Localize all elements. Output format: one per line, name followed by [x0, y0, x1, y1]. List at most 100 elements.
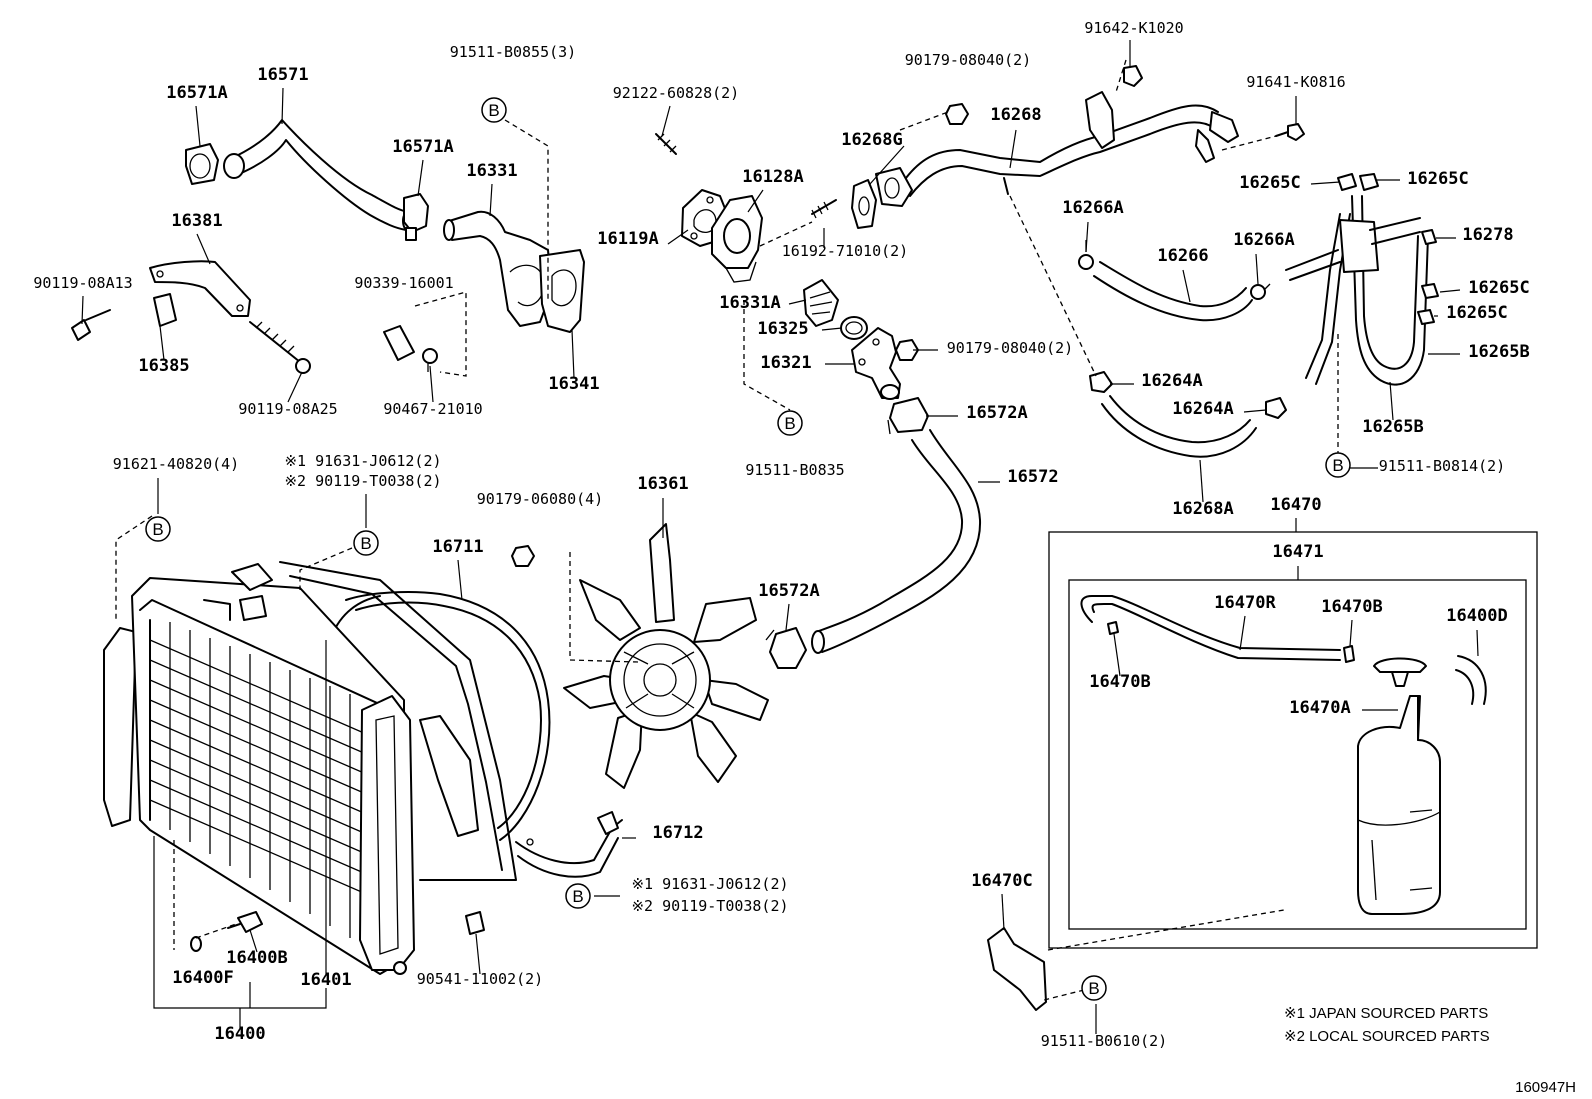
part-label: 16264A	[1172, 399, 1233, 419]
part-label: 16128A	[742, 167, 803, 187]
part-label: ※2 90119-T0038(2)	[284, 472, 441, 490]
part-label: 16361	[637, 474, 688, 494]
part-label: 91511-B0835	[745, 461, 844, 479]
part-label: 16321	[760, 353, 811, 373]
part-label: 16265C	[1468, 278, 1529, 298]
part-label: 16341	[548, 374, 599, 394]
reservoir-tank	[1357, 695, 1441, 915]
part-label: 16192-71010(2)	[782, 242, 908, 260]
hose-16266	[1093, 261, 1253, 322]
part-label: 16470B	[1089, 672, 1150, 692]
clip-90467-21010	[422, 348, 438, 372]
part-label: 16385	[138, 356, 189, 376]
gasket-16325	[840, 316, 868, 340]
part-label: 92122-60828(2)	[613, 84, 739, 102]
clamp-16572A-lower	[765, 627, 807, 669]
fan-shroud-16711	[279, 561, 551, 881]
part-label: 16572	[1007, 467, 1058, 487]
b-marker-circle	[1325, 452, 1351, 478]
b-marker-letter: B	[572, 887, 583, 906]
b-marker-circle	[145, 516, 171, 542]
part-label: 16265C	[1446, 303, 1507, 323]
b-marker-letter: B	[784, 414, 795, 433]
gasket-16268G	[851, 179, 877, 229]
b-marker-letter: B	[1088, 979, 1099, 998]
part-label: 16264A	[1141, 371, 1202, 391]
clamp-16266A-left	[1078, 240, 1094, 270]
part-label: 16119A	[597, 229, 658, 249]
note-local-sourced: ※2 LOCAL SOURCED PARTS	[1284, 1028, 1490, 1045]
part-label: 16265B	[1468, 342, 1529, 362]
part-label: 16265B	[1362, 417, 1423, 437]
note-japan-sourced: ※1 JAPAN SOURCED PARTS	[1284, 1005, 1488, 1022]
part-label: ※1 91631-J0612(2)	[631, 875, 788, 893]
dashed-leaders	[115, 59, 1339, 1001]
part-label: 16470R	[1214, 593, 1276, 613]
part-label: 16572A	[966, 403, 1027, 423]
hose-16268A	[1101, 395, 1257, 458]
part-label: 16572A	[758, 581, 819, 601]
part-label: 91641-K0816	[1246, 73, 1345, 91]
clip-16470B	[1107, 621, 1355, 663]
part-label: 16470	[1270, 495, 1321, 515]
stud-92122-60828	[655, 133, 677, 155]
part-label: 90119-08A13	[33, 274, 132, 292]
nut-90179-06080	[511, 545, 535, 567]
b-marker-circle	[565, 883, 591, 909]
cushion-16385	[153, 293, 177, 327]
part-label: 16470B	[1321, 597, 1382, 617]
part-label: 16571A	[166, 83, 227, 103]
cushion-90541-11002	[465, 911, 485, 935]
part-label: 91511-B0855(3)	[450, 43, 576, 61]
radiator-16401	[103, 563, 415, 975]
part-label: 90339-16001	[354, 274, 453, 292]
part-label: 16471	[1272, 542, 1323, 562]
leader-lines	[81, 40, 1479, 1034]
bracket-16381	[149, 260, 251, 317]
pipe-16268	[875, 91, 1239, 207]
part-label: 16401	[300, 970, 351, 990]
bolt-91642-K1020	[1123, 65, 1143, 87]
clamp-16264A-left	[1089, 371, 1113, 393]
part-label: 16268	[990, 105, 1041, 125]
part-number-labels: 16571A1657191511-B0855(3)16571A163311638…	[33, 19, 1529, 1050]
part-label: 90179-06080(4)	[477, 490, 603, 508]
shroud-lower-16712	[515, 811, 623, 878]
part-label: 16571A	[392, 137, 453, 157]
part-label: 16265C	[1239, 173, 1300, 193]
part-label: 90179-08040(2)	[947, 339, 1073, 357]
gasket-16341	[539, 249, 585, 333]
part-label: 91511-B0610(2)	[1041, 1032, 1167, 1050]
clamp-16572A-upper	[887, 397, 929, 435]
part-label: ※2 90119-T0038(2)	[631, 897, 788, 915]
overflow-hose-16470R	[1080, 595, 1341, 661]
part-label: 91511-B0814(2)	[1379, 457, 1505, 475]
bolt-91641-K0816	[1275, 123, 1305, 141]
part-label: 16381	[171, 211, 222, 231]
b-marker-circle	[353, 530, 379, 556]
part-label: 90467-21010	[383, 400, 482, 418]
part-label: 91642-K1020	[1084, 19, 1183, 37]
part-label: 16400D	[1446, 606, 1507, 626]
drain-plug-16400B	[227, 911, 263, 933]
thermostat-cover-16321	[851, 327, 901, 400]
part-label: 16400F	[172, 968, 233, 988]
part-label: 16712	[652, 823, 703, 843]
b-marker-letter: B	[1332, 456, 1343, 475]
part-label: 90179-08040(2)	[905, 51, 1031, 69]
hose-clamp-16571A-left	[185, 143, 219, 185]
part-label: 16325	[757, 319, 808, 339]
part-label: 16470C	[971, 871, 1032, 891]
part-label: 16331A	[719, 293, 780, 313]
part-label: 16331	[466, 161, 517, 181]
upper-radiator-hose-16571	[223, 119, 416, 232]
reservoir-kit-box-16470	[1048, 531, 1538, 949]
part-label: 16400B	[226, 948, 287, 968]
part-label: 16266A	[1233, 230, 1294, 250]
b-marker-letter: B	[152, 520, 163, 539]
bracket-16470C	[987, 927, 1047, 1011]
illustration-code: 160947H	[1515, 1079, 1576, 1096]
hose-clamp-16571A-right	[403, 193, 429, 241]
